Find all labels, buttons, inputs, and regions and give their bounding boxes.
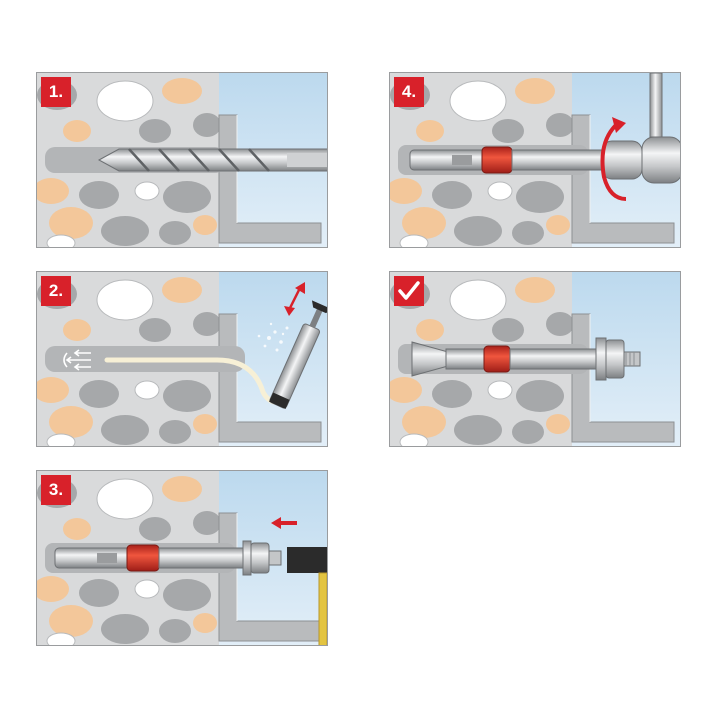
step-3-panel: 3. xyxy=(36,470,328,646)
anchor-bolt xyxy=(54,540,282,576)
blow-out-pump xyxy=(269,300,327,409)
pump-motion-arrow-icon xyxy=(284,282,305,316)
installed-anchor-illustration xyxy=(390,272,680,446)
step-4-panel: 4. xyxy=(389,72,681,248)
anchor-bolt xyxy=(409,146,603,174)
rotation-arrow-icon xyxy=(600,117,627,201)
hole-cleaning-illustration xyxy=(37,272,327,446)
final-panel xyxy=(389,271,681,447)
torque-wrench xyxy=(601,73,680,184)
step-1-panel: 1. xyxy=(36,72,328,248)
dust-cloud xyxy=(257,322,289,352)
step-number-badge: 3. xyxy=(41,475,71,505)
drill-bit xyxy=(97,148,327,172)
anchor-bolt xyxy=(411,337,641,381)
check-icon xyxy=(394,276,424,306)
air-flow-arrows-icon xyxy=(63,349,91,371)
hammer-direction-arrow-icon xyxy=(271,517,297,529)
tightening-illustration xyxy=(390,73,680,247)
hammer xyxy=(287,547,327,645)
drilling-illustration xyxy=(37,73,327,247)
step-number-badge: 4. xyxy=(394,77,424,107)
step-2-panel: 2. xyxy=(36,271,328,447)
step-number-badge: 1. xyxy=(41,77,71,107)
anchor-setting-illustration xyxy=(37,471,327,645)
step-number-badge: 2. xyxy=(41,276,71,306)
